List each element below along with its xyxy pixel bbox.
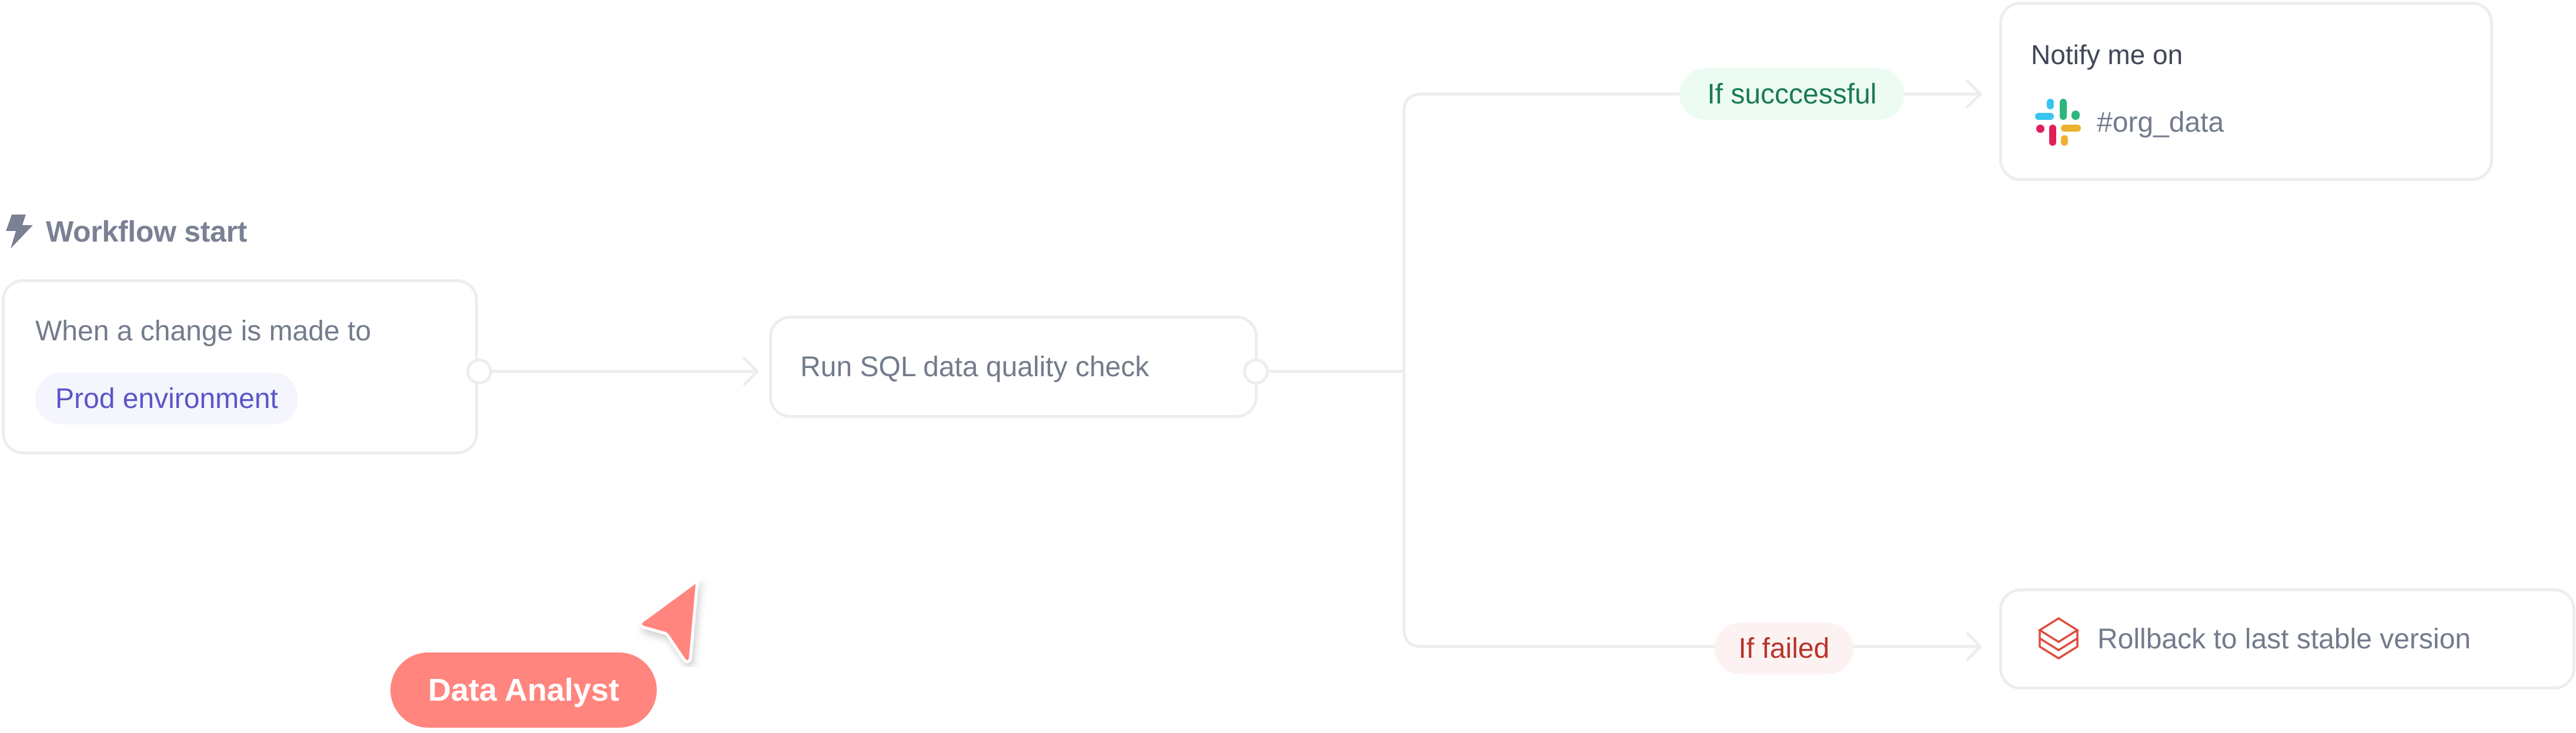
trigger-node[interactable]: When a change is made to Prod environmen… <box>2 279 478 454</box>
edge-branch-success <box>1402 92 1683 631</box>
layers-icon <box>2037 617 2080 660</box>
success-branch-text: If succcessful <box>1707 78 1877 110</box>
cursor-arrow-icon <box>639 577 701 664</box>
slack-icon <box>2035 99 2081 146</box>
slack-channel[interactable]: #org_data <box>2035 99 2224 146</box>
workflow-start-header: Workflow start <box>6 213 247 250</box>
success-branch-label[interactable]: If succcessful <box>1679 68 1905 120</box>
rollback-node[interactable]: Rollback to last stable version <box>1999 588 2575 690</box>
arrow-head-rollback <box>1966 632 1982 661</box>
failed-branch-label[interactable]: If failed <box>1715 622 1853 674</box>
rollback-label: Rollback to last stable version <box>2097 623 2471 655</box>
arrow-head-sql <box>743 357 759 386</box>
trigger-output-port[interactable] <box>466 359 492 384</box>
slack-channel-name: #org_data <box>2097 106 2224 138</box>
bolt-icon <box>6 215 33 249</box>
sql-check-node[interactable]: Run SQL data quality check <box>769 316 1258 418</box>
arrow-head-notify <box>1966 79 1982 109</box>
sql-check-label: Run SQL data quality check <box>800 351 1150 383</box>
collaborator-name-tag: Data Analyst <box>390 652 657 728</box>
trigger-text: When a change is made to <box>35 316 372 347</box>
collaborator-name: Data Analyst <box>428 672 620 708</box>
environment-pill[interactable]: Prod environment <box>35 373 298 424</box>
edge-branch-failed <box>1402 110 1719 648</box>
failed-branch-text: If failed <box>1738 632 1830 664</box>
workflow-start-title: Workflow start <box>46 215 248 248</box>
sql-check-output-port[interactable] <box>1243 359 1269 384</box>
notify-title: Notify me on <box>2031 39 2183 70</box>
notify-node[interactable]: Notify me on #org_data <box>1999 2 2493 181</box>
